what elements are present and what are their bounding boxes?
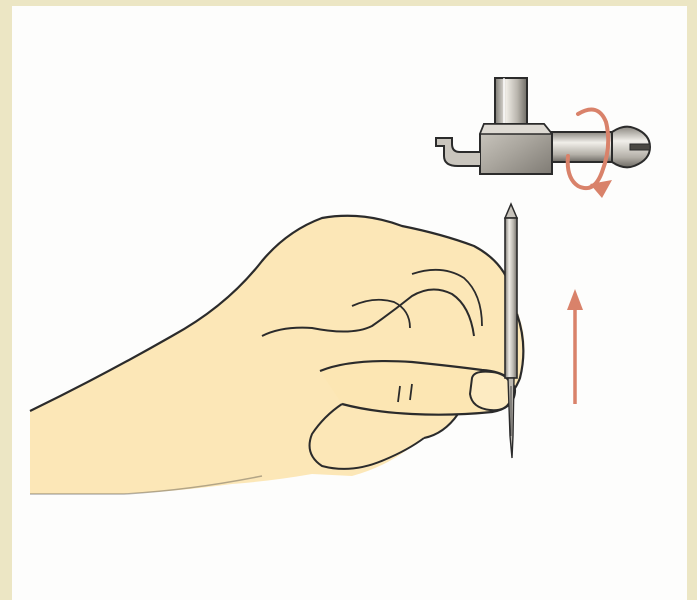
needle-icon (505, 204, 517, 458)
up-arrow-icon (567, 289, 583, 404)
needle-clamp-icon (436, 124, 552, 174)
needle-insertion-illustration (12, 6, 697, 600)
needle-bar (495, 78, 527, 128)
hand-icon (30, 216, 525, 494)
